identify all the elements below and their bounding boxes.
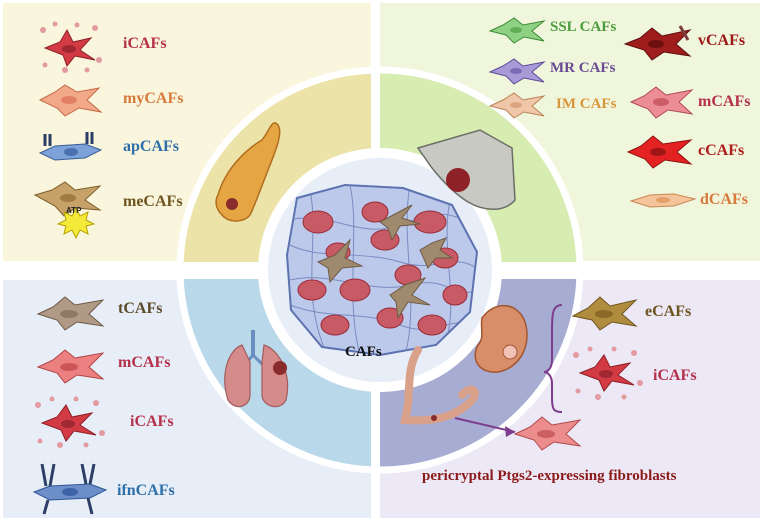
pericryptal-fibroblast-icon — [513, 416, 582, 451]
myofibroblast-caf-icon — [38, 84, 103, 117]
lung-icon — [224, 330, 289, 408]
caf-label-bottom-left-1: tCAFs — [118, 300, 163, 317]
matrix-caf-icon — [36, 349, 105, 384]
inflammatory-caf-icon — [40, 21, 102, 73]
caf-label-bottom-left-3: iCAFs — [130, 413, 174, 430]
pericryptal-caption: pericryptal Ptgs2-expressing fibroblasts — [422, 468, 677, 484]
breast-icon — [416, 129, 516, 210]
caf-label-top-right-3: IM CAFs — [556, 96, 617, 112]
cycling-caf-icon — [626, 135, 693, 169]
caf-label-top-left-2: myCAFs — [123, 90, 184, 107]
inflammatory-caf-icon — [35, 396, 105, 448]
metabolic-caf-icon — [33, 181, 102, 240]
matrix-caf-icon — [629, 86, 694, 119]
tumor-tissue-illustration — [285, 183, 479, 357]
stomach-intestine-icon — [399, 304, 528, 437]
caf-label-bottom-left-2: mCAFs — [118, 354, 171, 371]
caf-label-bottom-right-2: iCAFs — [653, 367, 697, 384]
green-fibroblast-icon — [488, 17, 546, 44]
inflammatory-caf-icon — [573, 346, 643, 400]
grouping-bracket — [543, 304, 563, 413]
caf-label-top-right-1: SSL CAFs — [550, 19, 617, 35]
caf-label-bottom-right-1: eCAFs — [645, 303, 692, 320]
tan-fibroblast-icon — [488, 92, 546, 119]
caf-label-top-right-7: dCAFs — [700, 191, 749, 208]
caf-label-top-right-6: cCAFs — [698, 142, 745, 159]
caf-label-top-right-5: mCAFs — [698, 93, 751, 110]
tumor-like-caf-icon — [36, 296, 105, 331]
interferon-caf-icon — [32, 463, 108, 515]
developmental-caf-icon — [629, 193, 697, 208]
antigen-presenting-caf-icon — [38, 132, 103, 161]
caf-label-top-left-4: meCAFs — [123, 193, 183, 210]
atp-label: ATP — [66, 206, 82, 215]
caf-label-top-left-1: iCAFs — [123, 35, 167, 52]
center-label: CAFs — [345, 344, 382, 360]
caf-label-top-right-4: vCAFs — [698, 32, 746, 49]
vascular-caf-icon — [623, 25, 692, 61]
caf-label-top-left-3: apCAFs — [123, 138, 180, 155]
ecm-caf-icon — [571, 296, 638, 331]
purple-fibroblast-icon — [488, 58, 546, 85]
caf-label-top-right-2: MR CAFs — [550, 60, 616, 76]
pancreas-icon — [215, 122, 281, 222]
caf-label-bottom-left-4: ifnCAFs — [117, 482, 175, 499]
